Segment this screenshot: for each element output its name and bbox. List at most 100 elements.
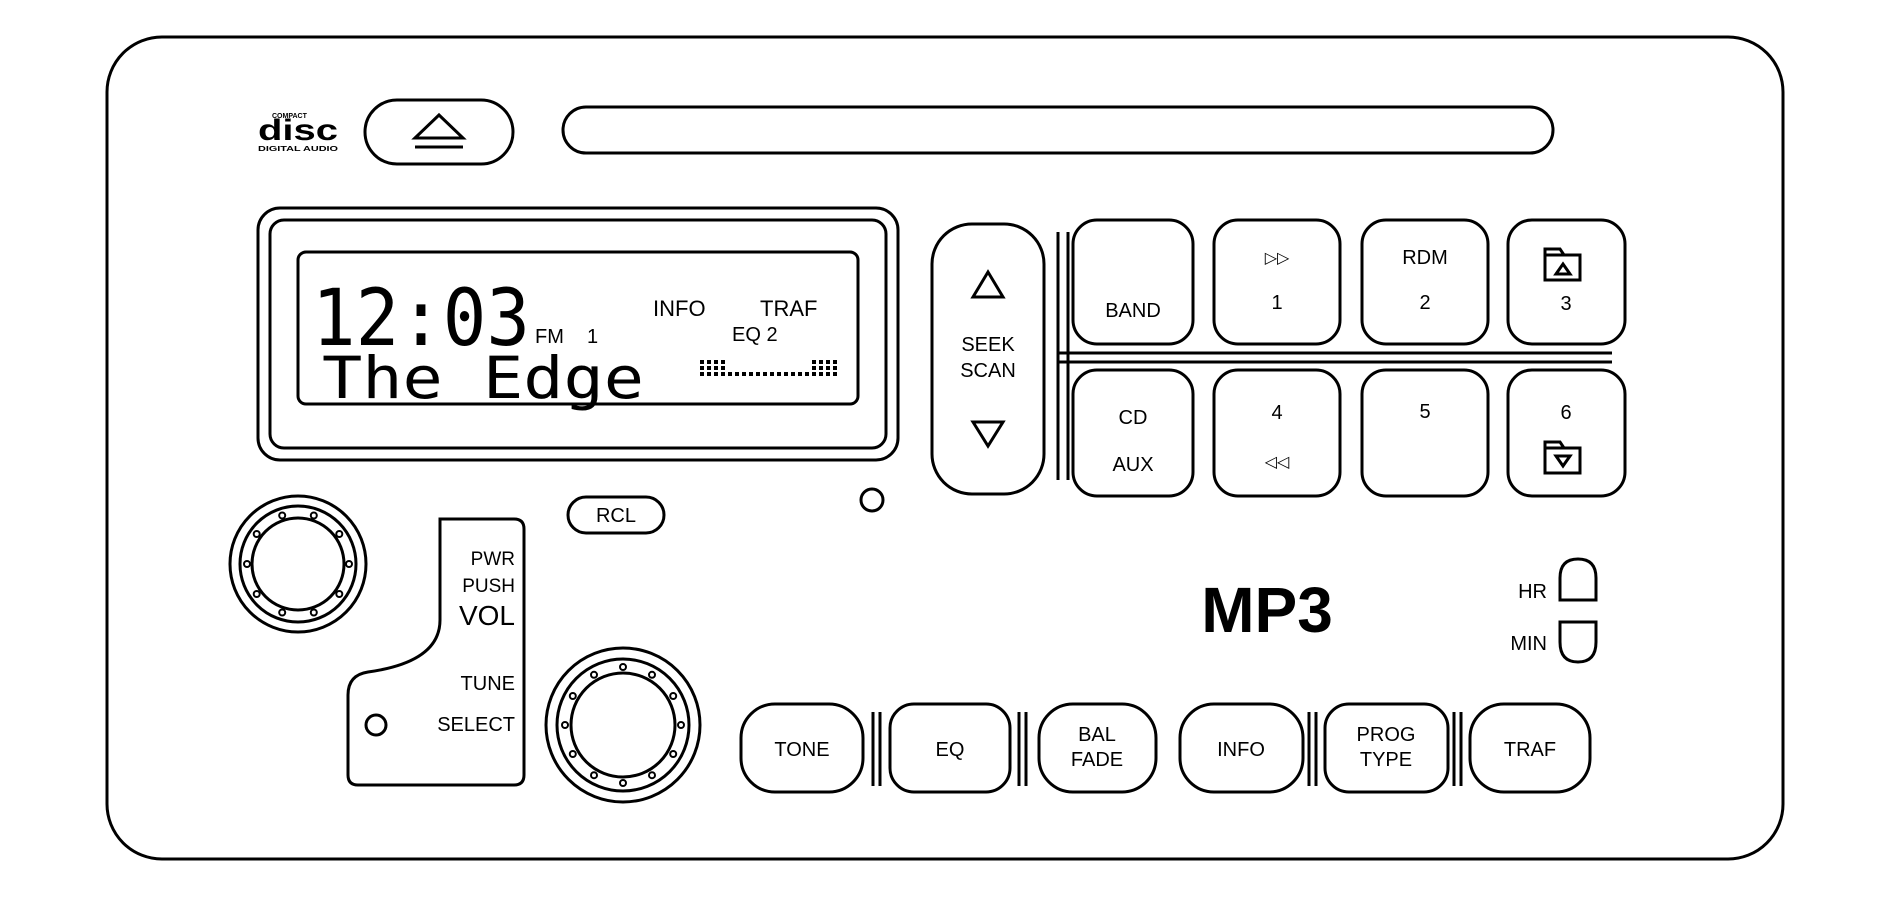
- cd-aux-button[interactable]: [1071, 368, 1195, 498]
- signal-dot: [721, 360, 725, 364]
- grip-bump: [619, 663, 627, 671]
- aux-label: AUX: [1112, 454, 1153, 476]
- preset-1-button[interactable]: [1212, 218, 1342, 346]
- fade-label: FADE: [1071, 749, 1123, 771]
- seek-down-icon: [970, 420, 1006, 449]
- seek-scan-rocker[interactable]: [930, 222, 1046, 496]
- cd-label: CD: [1119, 407, 1148, 429]
- signal-dot: [798, 372, 802, 376]
- min-button[interactable]: [1558, 620, 1598, 664]
- grip-bump: [252, 530, 261, 538]
- signal-dot: [700, 372, 704, 376]
- preset-6-button[interactable]: [1506, 368, 1627, 498]
- divider: [871, 712, 1463, 786]
- preset-6-label: 6: [1560, 402, 1571, 424]
- cd-slot: [561, 105, 1555, 155]
- signal-dot: [777, 372, 781, 376]
- type-label: TYPE: [1360, 749, 1412, 771]
- signal-dot: [770, 372, 774, 376]
- preset-3-button[interactable]: [1506, 218, 1627, 346]
- signal-dot: [833, 372, 837, 376]
- grip-bump: [278, 511, 287, 520]
- folder-down-icon: [1543, 440, 1582, 475]
- tune-select-knob[interactable]: [544, 646, 702, 804]
- grip-bump: [648, 670, 656, 679]
- signal-dot: [805, 372, 809, 376]
- signal-dot: [742, 372, 746, 376]
- signal-dot: [812, 360, 816, 364]
- traf-button[interactable]: [1468, 702, 1592, 794]
- grip-bump: [243, 560, 251, 568]
- select-label: SELECT: [437, 714, 515, 736]
- signal-dot: [756, 372, 760, 376]
- signal-dot: [819, 372, 823, 376]
- info-indicator: INFO: [653, 296, 706, 321]
- logo-main: disc: [258, 114, 338, 147]
- min-label: MIN: [1510, 633, 1547, 655]
- preset-2-label: 2: [1419, 292, 1430, 314]
- grip-bump: [619, 779, 627, 787]
- hr-button[interactable]: [1558, 557, 1598, 602]
- eject-icon: [411, 112, 467, 149]
- signal-dot: [819, 360, 823, 364]
- grip-bump: [309, 511, 318, 520]
- knob-grips: [243, 511, 685, 787]
- signal-dot: [812, 366, 816, 370]
- preset-4-button[interactable]: [1212, 368, 1342, 498]
- signal-dot: [826, 366, 830, 370]
- grip-bump: [561, 721, 569, 729]
- divider: [1058, 351, 1612, 364]
- signal-dot: [833, 360, 837, 364]
- eq-label: EQ: [936, 739, 965, 761]
- aux-jack: [859, 487, 885, 513]
- signal-dot: [721, 372, 725, 376]
- faceplate: [105, 35, 1785, 861]
- signal-dot: [749, 372, 753, 376]
- clock-display: 12:03: [312, 274, 530, 364]
- band-button[interactable]: [1071, 218, 1195, 346]
- folder-up-icon: [1543, 247, 1582, 282]
- grip-bump: [568, 750, 577, 758]
- knob-label-plate: [346, 517, 526, 787]
- preset-2-button[interactable]: [1360, 218, 1490, 346]
- signal-dot: [784, 372, 788, 376]
- mp3-logo: MP3: [1201, 574, 1333, 646]
- rewind-icon: ◁◁: [1265, 454, 1290, 471]
- signal-dot: [826, 360, 830, 364]
- info-label: INFO: [1217, 739, 1265, 761]
- pwr-label: PWR: [471, 549, 515, 570]
- eject-button[interactable]: [363, 98, 515, 166]
- preset-5-button[interactable]: [1360, 368, 1490, 498]
- signal-dot: [714, 360, 718, 364]
- preset-3-label: 3: [1560, 293, 1571, 315]
- eq-indicator: EQ 2: [732, 324, 778, 346]
- grip-bump: [677, 721, 685, 729]
- signal-bar: [700, 360, 837, 376]
- eq-button[interactable]: [888, 702, 1012, 794]
- signal-dot: [833, 366, 837, 370]
- divider: [1056, 232, 1070, 480]
- signal-dot: [735, 372, 739, 376]
- vol-label: VOL: [459, 600, 515, 631]
- logo-bottom: DIGITAL AUDIO: [258, 146, 339, 153]
- tone-button[interactable]: [739, 702, 865, 794]
- bal-fade-button[interactable]: [1037, 702, 1158, 794]
- seek-label: SEEK: [961, 334, 1015, 356]
- grip-bump: [590, 670, 598, 679]
- signal-dot: [791, 372, 795, 376]
- grip-bump: [590, 771, 598, 780]
- signal-dot: [812, 372, 816, 376]
- grip-bump: [669, 692, 678, 700]
- preset-indicator: 1: [587, 326, 598, 348]
- rcl-button[interactable]: [566, 495, 666, 535]
- grip-bump: [278, 608, 287, 617]
- rdm-label: RDM: [1402, 247, 1448, 269]
- info-button[interactable]: [1178, 702, 1305, 794]
- station-name: The Edge: [322, 344, 644, 412]
- prog-type-button[interactable]: [1323, 702, 1450, 794]
- signal-dot: [728, 372, 732, 376]
- tone-label: TONE: [774, 739, 829, 761]
- volume-knob[interactable]: [228, 494, 368, 634]
- signal-dot: [819, 366, 823, 370]
